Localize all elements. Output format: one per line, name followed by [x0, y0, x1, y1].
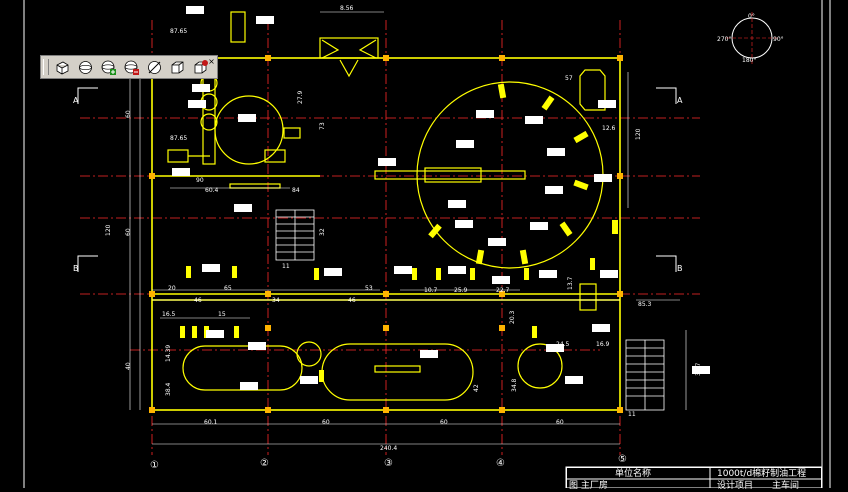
dim-73: 73 [319, 122, 326, 130]
dimension-lines [129, 11, 687, 445]
sphere-add-icon [101, 60, 116, 75]
axis-4: ④ [496, 458, 505, 469]
title-block: 单位名称 1000t/d棉籽制油工程 图 主厂房 设计项目 主车间 [566, 467, 822, 491]
dim-27-9: 27.9 [297, 90, 304, 104]
dim-32: 32 [319, 228, 326, 236]
sphere-slice-icon [147, 60, 161, 74]
section-a-right: A [677, 96, 683, 105]
compass-labels: 0° 270° 90° 180° [717, 13, 784, 64]
dim-87-65b: 87.65 [170, 135, 187, 142]
dim-856: 8.56 [340, 5, 354, 12]
equipment-tags [164, 6, 710, 390]
dim-57: 57 [565, 75, 573, 82]
dim-87-65a: 87.65 [170, 28, 187, 35]
dim-60d: 60 [440, 419, 448, 426]
dim-34-8: 34.8 [511, 378, 518, 392]
solids-toolbar[interactable]: × [40, 55, 218, 79]
dim-16-9: 16.9 [596, 341, 610, 348]
axis-grid [80, 20, 700, 455]
box-remove-button[interactable] [189, 57, 211, 77]
dim-85-3: 85.3 [638, 301, 652, 308]
dim-120: 120 [105, 224, 112, 236]
dim-12-6: 12.6 [602, 125, 616, 132]
dim-53: 53 [365, 285, 373, 292]
dim-60c: 60 [322, 419, 330, 426]
dim-60-1: 60.1 [204, 419, 218, 426]
axis-2: ② [260, 458, 269, 469]
section-b-left: B [73, 264, 79, 273]
compass-bottom: 180° [742, 57, 756, 64]
dim-60e: 60 [556, 419, 564, 426]
fan-blower[interactable] [319, 37, 379, 78]
structural-columns [149, 55, 623, 413]
sphere-button[interactable] [74, 57, 96, 77]
title-row2-c: 主车间 [772, 481, 800, 491]
toolbar-grip[interactable] [43, 59, 49, 75]
sphere-add-button[interactable] [97, 57, 119, 77]
box-remove-icon [194, 59, 208, 73]
drawing-frame [23, 0, 831, 488]
dim-38-7: 38.7 [695, 362, 702, 376]
unit-name-label: 单位名称 [615, 469, 652, 479]
project-name: 1000t/d棉籽制油工程 [717, 469, 807, 479]
title-row2-b: 设计项目 [717, 481, 754, 491]
dim-11b: 11 [282, 263, 290, 270]
toolbar-close-icon[interactable]: × [208, 57, 215, 66]
dim-90: 90 [196, 177, 204, 184]
dim-65: 65 [224, 285, 232, 292]
dim-120b: 120 [635, 128, 642, 140]
extractor-nozzles [428, 83, 618, 265]
dim-60-4: 60.4 [205, 187, 219, 194]
section-a-left: A [73, 96, 79, 105]
dim-22-7: 22.7 [496, 287, 510, 294]
view-cube-icon [56, 61, 68, 74]
staircase-1 [275, 209, 315, 261]
dim-60b: 60 [125, 228, 132, 236]
view-cube-button[interactable] [51, 57, 73, 77]
dim-38-4: 38.4 [165, 382, 172, 396]
dim-240-4: 240.4 [380, 445, 397, 452]
axis-3: ③ [384, 458, 393, 469]
dim-46: 46 [194, 297, 202, 304]
compass-right: 90° [773, 36, 784, 43]
dim-13-7: 13.7 [567, 276, 574, 290]
dim-34: 34 [272, 297, 280, 304]
sphere-subtract-button[interactable] [120, 57, 142, 77]
dim-16-5: 16.5 [162, 311, 176, 318]
north-compass-axes [726, 12, 778, 64]
staircase-2 [625, 339, 665, 411]
dim-84: 84 [292, 187, 300, 194]
dim-46b: 46 [348, 297, 356, 304]
compass-left: 270° [717, 36, 731, 43]
dim-20-3: 20.3 [509, 310, 516, 324]
dim-11: 11 [628, 411, 636, 418]
dim-25-9: 25.9 [454, 287, 468, 294]
axis-1: ① [150, 460, 159, 471]
dim-40: 40 [125, 362, 132, 370]
sphere-subtract-icon [124, 60, 139, 75]
section-label-text: A A B B [73, 96, 683, 273]
dim-60a: 60 [125, 110, 132, 118]
axis-5: ⑤ [618, 454, 627, 465]
compass-top: 0° [748, 13, 755, 20]
title-row2-a: 图 主厂房 [569, 481, 608, 491]
pumps [180, 258, 595, 382]
dim-42: 42 [473, 384, 480, 392]
lower-tanks[interactable] [182, 69, 606, 401]
axis-bubbles: ① ② ③ ④ ⑤ [150, 454, 627, 471]
dim-15: 15 [218, 311, 226, 318]
dim-24-5: 24.5 [556, 341, 570, 348]
section-b-right: B [677, 264, 683, 273]
sphere-icon [78, 60, 92, 74]
box-3d-button[interactable] [166, 57, 188, 77]
dim-14-39: 14.39 [165, 345, 172, 362]
desolventizer-vessel[interactable] [167, 11, 301, 189]
dim-10-7: 10.7 [424, 287, 438, 294]
section-markers [77, 87, 677, 272]
sphere-slice-button[interactable] [143, 57, 165, 77]
box-3d-icon [171, 61, 183, 73]
dimension-text: 8.56 87.65 87.65 60 60 90 60.4 84 120 12… [105, 5, 702, 452]
dim-20a: 20 [168, 285, 176, 292]
